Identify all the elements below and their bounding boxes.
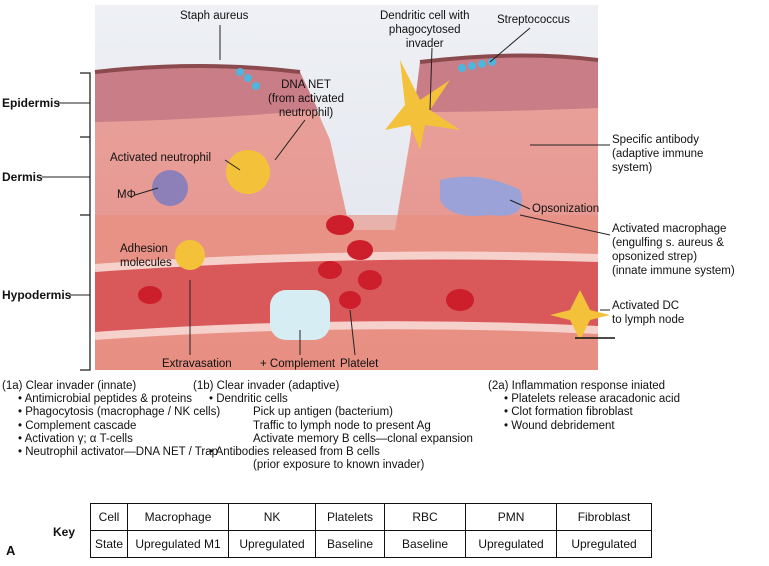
label-activated-neutrophil: Activated neutrophil [110, 152, 212, 164]
label-extravasation: Extravasation [162, 358, 232, 370]
neutrophil [226, 150, 270, 194]
label-streptococcus: Streptococcus [497, 14, 570, 26]
red-blood-cells [138, 215, 474, 311]
label-activated-macrophage: Activated macrophage(engulfing s. aureus… [612, 223, 735, 277]
cell: Upregulated [465, 530, 558, 558]
label-complement: + Complement [260, 358, 336, 370]
cell: PMN [465, 503, 558, 531]
cell: Baseline [315, 530, 386, 558]
label-mphi: MΦ [117, 189, 136, 201]
dendritic-cell [385, 60, 460, 150]
epidermis-left [95, 66, 318, 122]
layer-epidermis: Epidermis [2, 96, 61, 110]
complement [270, 290, 330, 340]
label-platelet: Platelet [340, 358, 379, 370]
cell: Upregulated [228, 530, 317, 558]
skin-wound-illustration [42, 5, 615, 371]
label-staph-aureus: Staph aureus [180, 10, 249, 22]
cell: Cell [89, 503, 129, 531]
notes-inflammation: (2a) Inflammation response iniated • Pla… [488, 380, 680, 432]
cell: Fibroblast [556, 503, 653, 531]
notes-adaptive: (1b) Clear invader (adaptive) • Dendriti… [193, 380, 473, 472]
cell: Baseline [384, 530, 467, 558]
neutrophil-extravasating [175, 240, 205, 270]
key-label: Key [53, 525, 76, 539]
leader-lines [42, 25, 611, 371]
label-opsonization: Opsonization [532, 203, 600, 215]
cell: Upregulated [556, 530, 653, 558]
bacteria [236, 58, 496, 90]
cell: State [89, 530, 129, 558]
cell: Macrophage [127, 503, 230, 531]
cell: RBC [384, 503, 467, 531]
cell: Platelets [315, 503, 386, 531]
macrophage-mphi [152, 170, 188, 206]
cell: Upregulated M1 [127, 530, 230, 558]
activated-macrophage [440, 176, 522, 216]
panel-label: A [6, 543, 16, 558]
layer-hypodermis: Hypodermis [2, 288, 72, 302]
activated-dc [550, 290, 610, 340]
cell: NK [228, 503, 317, 531]
epidermis-right [414, 55, 598, 112]
notes-innate: (1a) Clear invader (innate) • Antimicrob… [2, 380, 221, 459]
layer-dermis: Dermis [2, 170, 43, 184]
